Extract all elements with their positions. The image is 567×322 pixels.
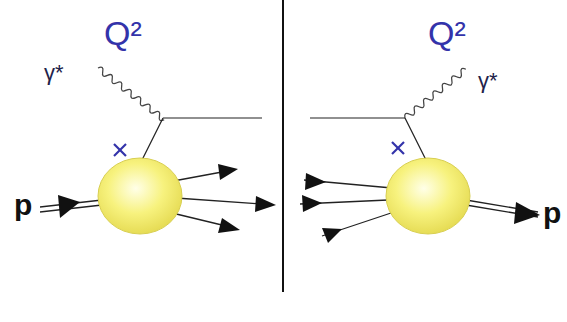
quark-line [163, 117, 262, 118]
arrowhead [255, 196, 276, 212]
hadronic-blob [98, 158, 182, 234]
proton-label: p [543, 198, 561, 228]
hadron-line [300, 180, 394, 236]
arrowhead [302, 195, 322, 212]
momentum-label: Q² [428, 16, 466, 50]
photon-line [403, 67, 468, 120]
hadronic-blob [386, 158, 470, 234]
arrowhead [218, 218, 240, 233]
quark-line [310, 117, 405, 118]
photon-label: γ* [478, 70, 498, 92]
arrowhead [218, 164, 238, 180]
proton-label: p [14, 190, 32, 220]
quark-line [405, 118, 426, 160]
arrowhead [514, 202, 540, 224]
arrowhead [305, 173, 326, 190]
cut-line [282, 0, 284, 292]
photon-wave [96, 66, 166, 122]
photon-label: γ* [44, 62, 64, 84]
momentum-label: Q² [104, 16, 142, 50]
photon-wave [403, 67, 468, 120]
arrowhead [322, 228, 342, 243]
cross-mark [114, 144, 126, 156]
cross-mark [392, 142, 404, 154]
quark-line [142, 118, 163, 160]
photon-line [96, 66, 166, 122]
arrowhead [58, 195, 80, 218]
